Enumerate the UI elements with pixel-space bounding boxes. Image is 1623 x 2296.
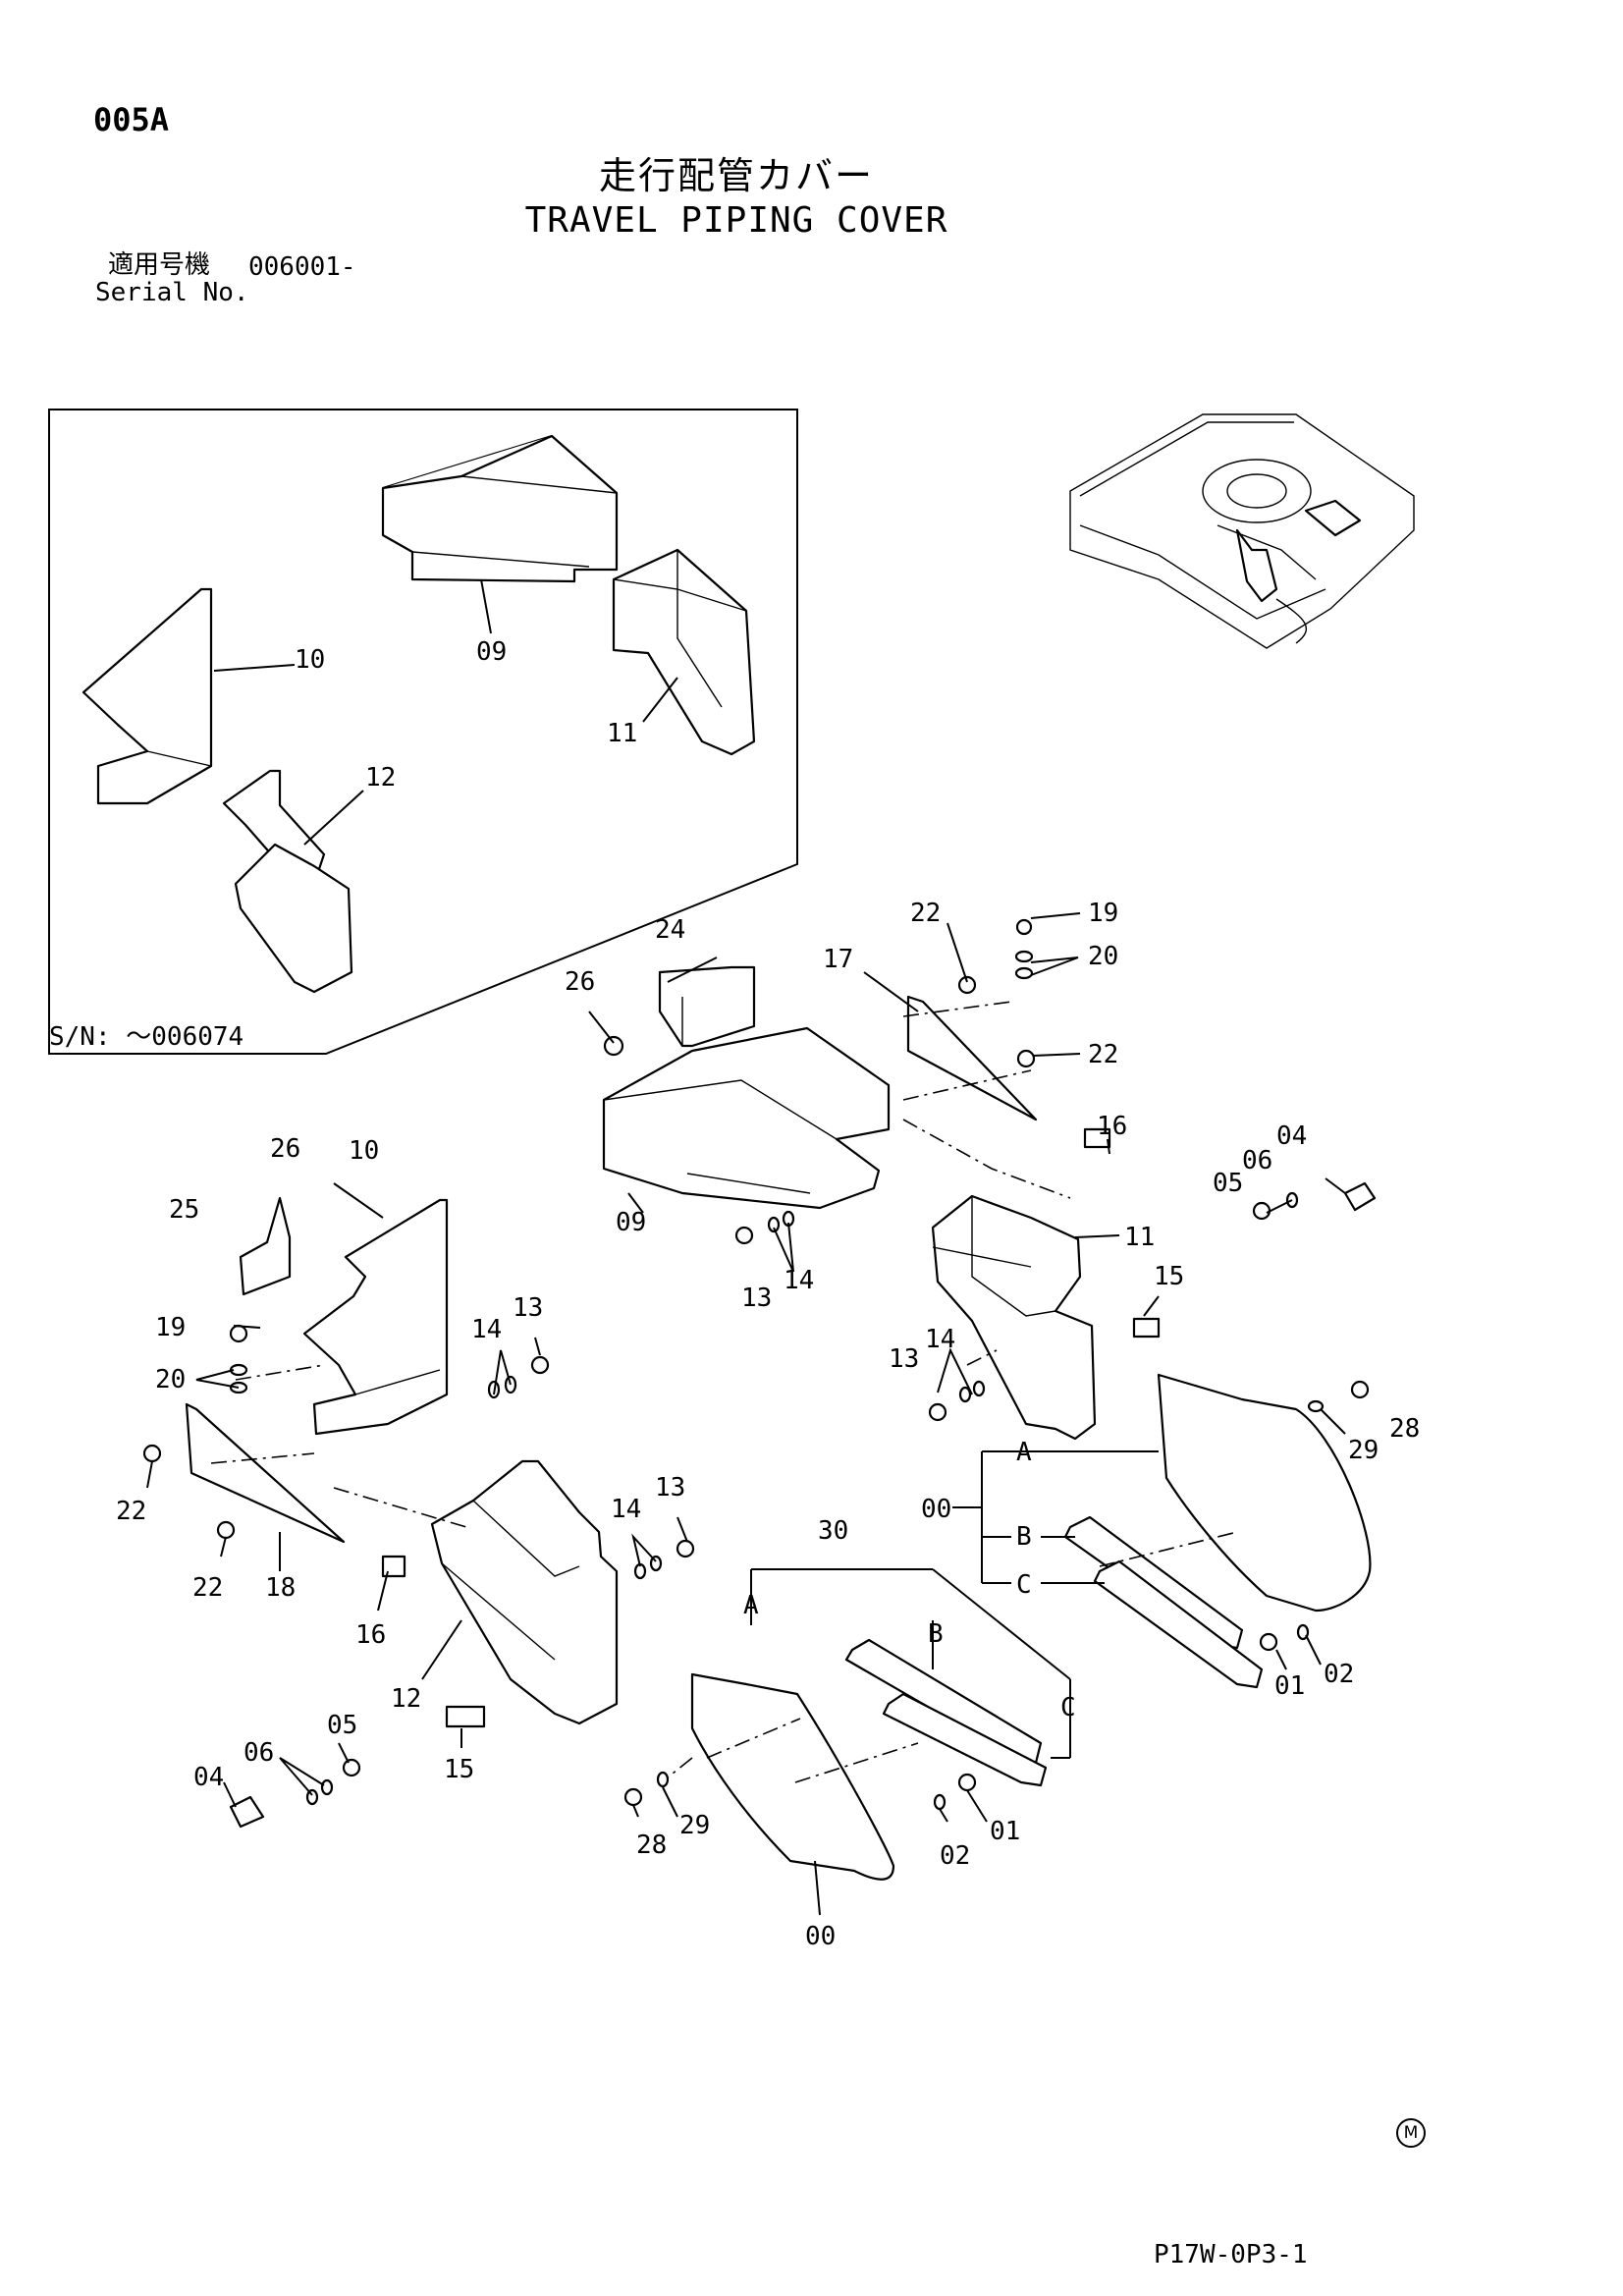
label-28-upper: 28 — [1389, 1414, 1420, 1444]
label-18: 18 — [265, 1573, 296, 1603]
label-05-right: 05 — [1213, 1169, 1243, 1198]
part-18 — [185, 1402, 346, 1544]
title-english: TRAVEL PIPING COVER — [524, 200, 948, 241]
part-00-lower — [690, 1672, 895, 1881]
label-inset-10: 10 — [295, 645, 325, 675]
label-00-upper: 00 — [921, 1495, 951, 1524]
label-22-right: 22 — [1088, 1040, 1118, 1069]
label-02-upper: 02 — [1324, 1660, 1354, 1689]
assembly-lines — [210, 1001, 1238, 1783]
page-code: 005A — [93, 101, 170, 138]
label-24: 24 — [655, 915, 685, 945]
part-11 — [931, 1194, 1097, 1441]
label-20-upper: 20 — [1088, 942, 1118, 971]
footer-code: P17W-0P3-1 — [1154, 2240, 1308, 2269]
inset-serial: S/N: ～006074 — [49, 1022, 243, 1052]
undercarriage-sketch — [1069, 413, 1415, 649]
label-11: 11 — [1124, 1223, 1155, 1252]
label-12: 12 — [391, 1684, 421, 1714]
label-16-upper: 16 — [1097, 1112, 1127, 1141]
leader-lines — [146, 578, 1346, 1916]
label-10: 10 — [349, 1136, 379, 1166]
label-06-left: 06 — [243, 1738, 274, 1768]
label-inset-12: 12 — [365, 763, 396, 793]
inset-part-11 — [612, 548, 756, 756]
label-14-mid: 14 — [925, 1325, 955, 1354]
part-00-upper — [1157, 1373, 1372, 1613]
label-B-lower: B — [928, 1619, 944, 1649]
label-01-lower: 01 — [990, 1817, 1020, 1846]
part-25 — [239, 1196, 292, 1296]
label-05-left: 05 — [327, 1711, 357, 1740]
label-01-upper: 01 — [1274, 1671, 1305, 1701]
label-06-right: 06 — [1242, 1146, 1272, 1175]
label-00-lower: 00 — [805, 1922, 836, 1951]
label-14-lower: 14 — [611, 1495, 641, 1524]
label-15-upper: 15 — [1154, 1262, 1184, 1291]
label-25: 25 — [169, 1195, 199, 1225]
label-22-upper: 22 — [910, 899, 941, 928]
label-13-left: 13 — [513, 1293, 543, 1323]
part-10 — [302, 1198, 449, 1436]
label-C-upper: C — [1016, 1570, 1032, 1600]
label-04-left: 04 — [193, 1763, 224, 1792]
label-14-left: 14 — [471, 1315, 502, 1344]
label-13-mid: 13 — [889, 1344, 919, 1374]
inset-part-10 — [81, 587, 213, 805]
fasteners — [142, 918, 1370, 1811]
label-22-left: 22 — [116, 1497, 146, 1526]
label-13-lower: 13 — [655, 1473, 685, 1503]
title-japanese: 走行配管カバー — [598, 154, 874, 197]
label-02-lower: 02 — [940, 1841, 970, 1871]
inset-part-09 — [381, 434, 619, 583]
label-28-lower: 28 — [636, 1831, 667, 1860]
strips-upper — [1063, 1515, 1264, 1689]
serial-label-japanese: 適用号機 — [108, 250, 211, 280]
label-inset-11: 11 — [607, 719, 637, 748]
part-17 — [906, 995, 1038, 1121]
label-30: 30 — [818, 1516, 848, 1546]
serial-value: 006001- — [248, 252, 356, 282]
inset-frame — [48, 409, 798, 1055]
label-29-upper: 29 — [1348, 1436, 1379, 1465]
part-24 — [658, 965, 756, 1048]
label-A-upper: A — [1016, 1438, 1032, 1467]
label-26-left: 26 — [270, 1134, 300, 1164]
label-inset-09: 09 — [476, 637, 507, 667]
small-parts — [229, 1127, 1377, 1829]
strips-lower — [844, 1638, 1048, 1787]
label-19-upper: 19 — [1088, 899, 1118, 928]
label-26-upper: 26 — [565, 967, 595, 997]
label-C-lower: C — [1060, 1693, 1076, 1722]
label-17: 17 — [823, 945, 853, 974]
label-B-upper: B — [1016, 1522, 1032, 1552]
serial-label-english: Serial No. — [95, 278, 249, 307]
label-19-left: 19 — [155, 1313, 186, 1342]
label-15-lower: 15 — [444, 1755, 474, 1784]
inset-part-12 — [222, 769, 353, 994]
part-09 — [602, 1026, 891, 1210]
label-22-lower: 22 — [192, 1573, 223, 1603]
label-14-upper: 14 — [784, 1266, 814, 1295]
label-A-lower: A — [743, 1591, 759, 1620]
label-13-upper: 13 — [741, 1284, 772, 1313]
label-29-lower: 29 — [679, 1811, 710, 1840]
label-16-lower: 16 — [355, 1620, 386, 1650]
part-12 — [430, 1459, 619, 1725]
label-04-right: 04 — [1276, 1121, 1307, 1151]
manufacturer-mark: M — [1396, 2118, 1426, 2148]
label-09: 09 — [616, 1208, 646, 1237]
label-20-left: 20 — [155, 1365, 186, 1394]
